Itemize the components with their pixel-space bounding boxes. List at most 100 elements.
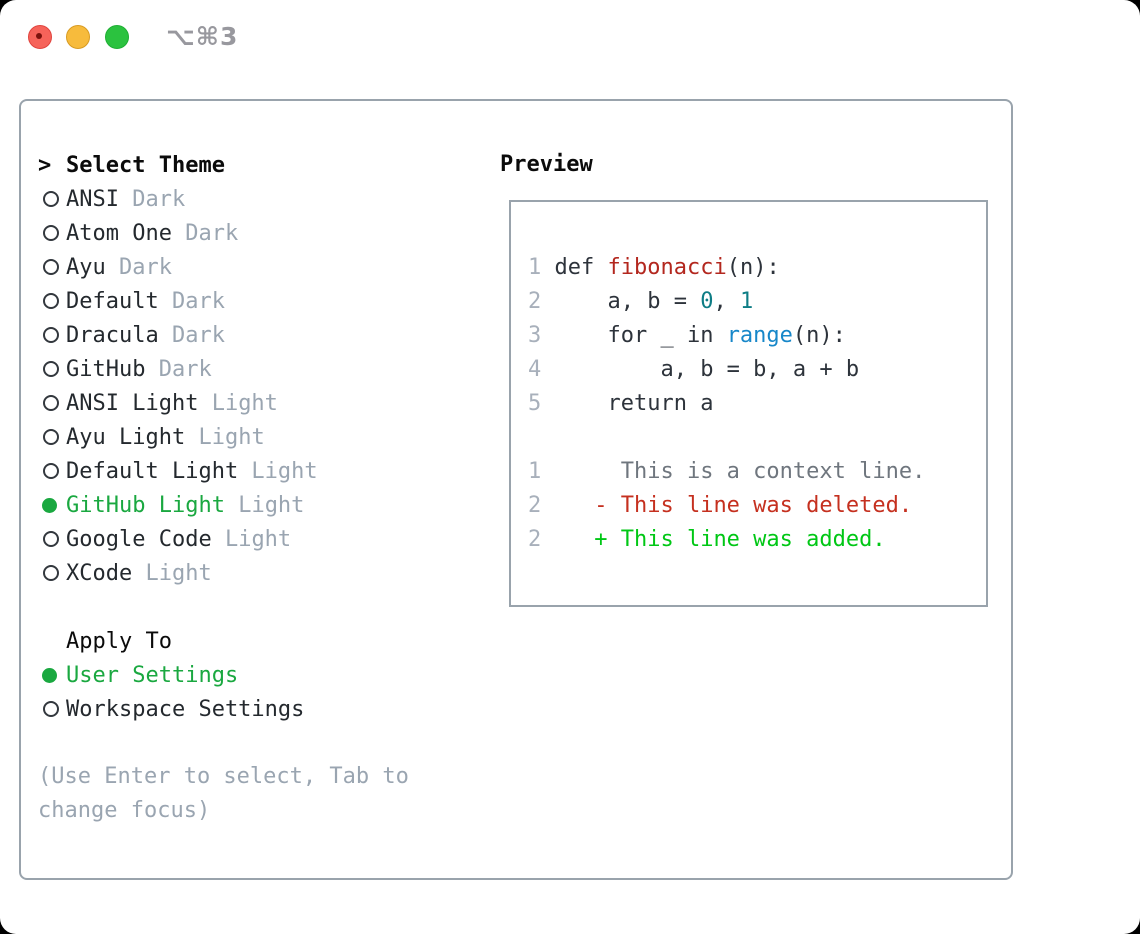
code-token-code: return a — [554, 391, 714, 416]
window-shortcut-label: ⌥⌘3 — [166, 22, 239, 51]
option-label: Atom One — [66, 220, 172, 246]
option-label: Workspace Settings — [66, 696, 305, 722]
apply-to-title: Apply To — [66, 628, 172, 654]
line-number: 1 — [528, 459, 555, 484]
radio-unselected-icon — [38, 565, 66, 581]
option-label: XCode — [66, 560, 133, 586]
option-variant: Light — [185, 424, 265, 450]
option-variant: Light — [238, 458, 318, 484]
option-label: GitHub Light — [66, 492, 225, 518]
hint-text-line-2: change focus) — [38, 798, 211, 823]
line-number: 2 — [528, 289, 555, 314]
theme-option-github-light[interactable]: GitHub Light Light — [38, 488, 478, 522]
radio-unselected-icon — [38, 225, 66, 241]
title-bar: ⌥⌘3 — [0, 0, 1140, 72]
radio-unselected-icon — [38, 395, 66, 411]
code-token-del: - This line was deleted. — [554, 493, 913, 518]
theme-option-google-code[interactable]: Google Code Light — [38, 522, 478, 556]
theme-option-ansi[interactable]: ANSI Dark — [38, 182, 478, 216]
radio-unselected-icon — [38, 293, 66, 309]
radio-unselected-icon — [38, 531, 66, 547]
code-token-ctx: This is a context line. — [554, 459, 926, 484]
minimize-button[interactable] — [66, 25, 90, 49]
option-variant: Dark — [118, 186, 186, 212]
code-line: 1 def fibonacci(n): — [528, 251, 986, 285]
radio-unselected-icon — [38, 361, 66, 377]
option-label: ANSI Light — [66, 390, 199, 416]
option-label: User Settings — [66, 662, 239, 688]
theme-list-title: Select Theme — [66, 152, 225, 178]
theme-option-ayu-light[interactable]: Ayu Light Light — [38, 420, 478, 454]
line-number: 2 — [528, 493, 555, 518]
theme-option-default[interactable]: Default Dark — [38, 284, 478, 318]
radio-selected-icon — [38, 667, 66, 683]
line-number: 3 — [528, 323, 555, 348]
theme-list-header: > Select Theme — [38, 148, 478, 182]
code-token-numlit: 1 — [739, 289, 754, 314]
code-token-code: for _ in — [554, 323, 727, 348]
preview-title: Preview — [500, 152, 593, 177]
line-number: 1 — [528, 255, 555, 280]
theme-option-github[interactable]: GitHub Dark — [38, 352, 478, 386]
code-line: 2 a, b = 0, 1 — [528, 285, 986, 319]
zoom-button[interactable] — [105, 25, 129, 49]
radio-unselected-icon — [38, 191, 66, 207]
theme-option-ayu[interactable]: Ayu Dark — [38, 250, 478, 284]
code-line: 2 + This line was added. — [528, 523, 986, 557]
code-line: 4 a, b = b, a + b — [528, 353, 986, 387]
code-token-code: a, b = b, a + b — [554, 357, 860, 382]
option-variant: Light — [198, 390, 278, 416]
apply-option-workspace-settings[interactable]: Workspace Settings — [38, 692, 478, 726]
code-token-code: def — [554, 255, 608, 280]
code-line: 5 return a — [528, 387, 986, 421]
option-variant: Dark — [171, 220, 239, 246]
option-label: ANSI — [66, 186, 119, 212]
option-label: Ayu Light — [66, 424, 186, 450]
theme-option-default-light[interactable]: Default Light Light — [38, 454, 478, 488]
code-token-code: a, b = — [554, 289, 701, 314]
apply-option-user-settings[interactable]: User Settings — [38, 658, 478, 692]
theme-option-ansi-light[interactable]: ANSI Light Light — [38, 386, 478, 420]
radio-unselected-icon — [38, 327, 66, 343]
code-line: 1 This is a context line. — [528, 455, 986, 489]
radio-unselected-icon — [38, 259, 66, 275]
theme-option-atom-one[interactable]: Atom One Dark — [38, 216, 478, 250]
radio-selected-icon — [38, 497, 66, 513]
divider-space — [38, 726, 478, 760]
line-number: 4 — [528, 357, 555, 382]
line-number: 2 — [528, 527, 555, 552]
option-variant: Dark — [145, 356, 212, 382]
focus-caret-icon: > — [38, 152, 52, 178]
option-label: Dracula — [66, 322, 159, 348]
code-line: 3 for _ in range(n): — [528, 319, 986, 353]
option-variant: Dark — [105, 254, 172, 280]
theme-option-dracula[interactable]: Dracula Dark — [38, 318, 478, 352]
radio-unselected-icon — [38, 701, 66, 717]
apply-to-header: Apply To — [38, 624, 478, 658]
code-token-builtin: range — [726, 323, 793, 348]
code-line — [528, 421, 986, 455]
option-label: Ayu — [66, 254, 106, 280]
option-variant: Dark — [158, 288, 225, 314]
code-token-add: + This line was added. — [554, 527, 886, 552]
option-label: GitHub — [66, 356, 146, 382]
radio-unselected-icon — [38, 463, 66, 479]
option-variant: Light — [132, 560, 212, 586]
option-label: Default Light — [66, 458, 239, 484]
code-line: 2 - This line was deleted. — [528, 489, 986, 523]
option-label: Google Code — [66, 526, 212, 552]
divider-space — [38, 590, 478, 624]
line-number: 5 — [528, 391, 555, 416]
code-token-numlit: 0 — [700, 289, 714, 314]
theme-list: ANSI Dark Atom One Dark Ayu Dark Default… — [38, 182, 478, 590]
theme-option-xcode[interactable]: XCode Light — [38, 556, 478, 590]
code-token-code: (n): — [726, 255, 780, 280]
theme-picker-panel: > Select Theme ANSI Dark Atom One Dark A… — [19, 99, 1013, 880]
close-button[interactable] — [28, 25, 52, 49]
option-variant: Light — [211, 526, 292, 552]
radio-unselected-icon — [38, 429, 66, 445]
apply-to-list: User Settings Workspace Settings — [38, 658, 478, 726]
